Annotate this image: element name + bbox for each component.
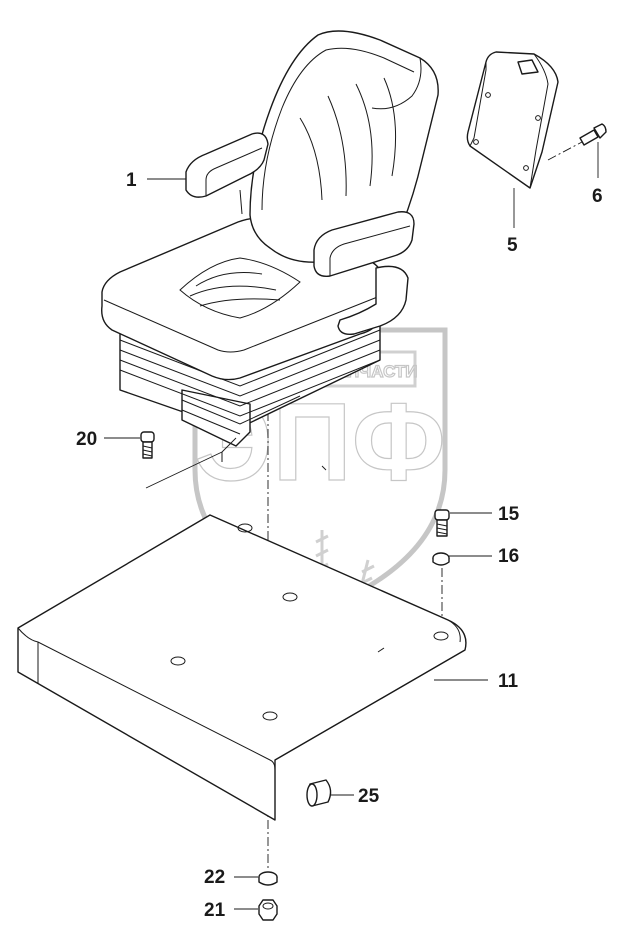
cover-tab [517,59,539,75]
axis-center-mark [321,465,327,471]
callout-6: 6 [592,186,603,207]
armrest-support [337,265,409,336]
callout-1: 1 [126,170,137,191]
leader-20-mount [145,437,237,489]
callout-21: 21 [204,900,226,921]
callout-11: 11 [498,671,519,692]
nut-21 [258,899,278,921]
cover-hole [535,115,541,121]
side-cover-panel [466,51,559,189]
operator-seat [101,30,439,447]
callout-labels: 1 5 6 11 15 16 20 21 22 25 [76,170,603,921]
cover-hole [485,92,491,98]
plate-hole [237,523,253,533]
plate-slot [377,647,385,653]
callout-25: 25 [358,786,380,807]
callout-22: 22 [204,867,225,888]
washer-16 [432,552,450,566]
seat-backrest [249,30,439,263]
plate-hole [282,592,298,602]
washer-22 [258,871,278,886]
plug-25 [306,779,332,807]
callout-5: 5 [507,235,518,256]
leader-lines [104,142,599,910]
callout-16: 16 [498,546,519,567]
bolt-20 [140,431,155,459]
cover-hole [473,139,479,145]
cover-hole [523,165,529,171]
plate-hole [170,656,186,666]
plate-hole [433,631,449,641]
callout-15: 15 [498,504,520,525]
axis-screw6 [547,141,583,161]
bolt-15 [434,509,450,537]
right-armrest [313,211,415,277]
mounting-plate [17,514,467,821]
screw-6 [579,123,607,146]
plate-hole [262,711,278,721]
callout-20: 20 [76,429,97,450]
